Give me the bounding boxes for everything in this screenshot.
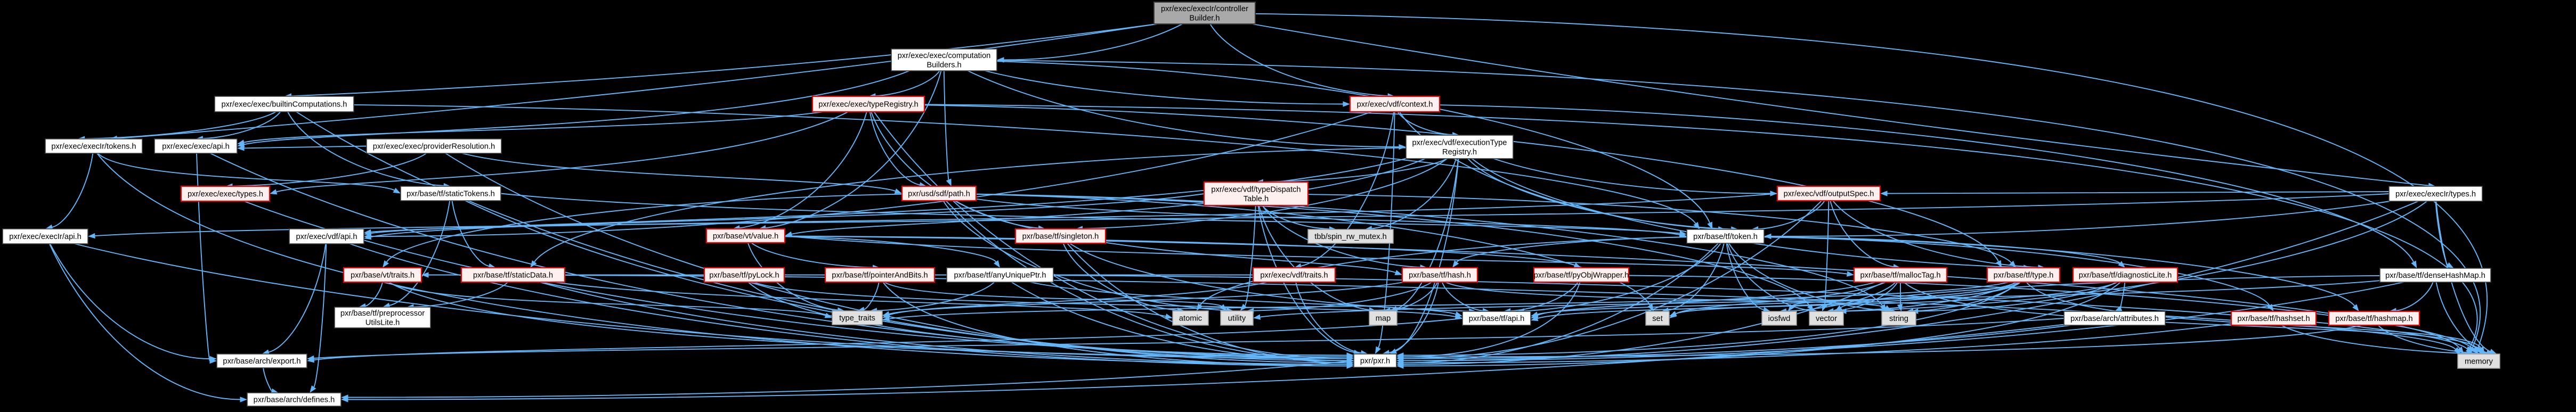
svg-text:pxr/base/arch/defines.h: pxr/base/arch/defines.h	[254, 396, 335, 405]
svg-text:Table.h: Table.h	[1244, 195, 1269, 203]
svg-text:pxr/exec/exec/computation: pxr/exec/exec/computation	[898, 52, 991, 60]
svg-text:pxr/exec/exec/typeRegistry.h: pxr/exec/exec/typeRegistry.h	[818, 101, 918, 109]
svg-text:pxr/base/tf/token.h: pxr/base/tf/token.h	[1693, 233, 1758, 241]
svg-text:pxr/base/tf/hashmap.h: pxr/base/tf/hashmap.h	[2335, 315, 2412, 323]
svg-text:pxr/base/vt/traits.h: pxr/base/vt/traits.h	[351, 271, 415, 280]
svg-text:vector: vector	[1816, 315, 1837, 323]
svg-text:map: map	[1376, 315, 1391, 323]
svg-text:pxr/exec/exec/types.h: pxr/exec/exec/types.h	[188, 190, 263, 199]
svg-text:pxr/exec/exec/providerResoluti: pxr/exec/exec/providerResolution.h	[373, 143, 495, 151]
svg-text:pxr/base/tf/api.h: pxr/base/tf/api.h	[1469, 315, 1525, 323]
svg-text:pxr/exec/vdf/api.h: pxr/exec/vdf/api.h	[296, 233, 357, 241]
svg-text:pxr/exec/execIr/controller: pxr/exec/execIr/controller	[1161, 5, 1248, 13]
svg-text:pxr/base/arch/export.h: pxr/base/arch/export.h	[223, 357, 300, 366]
svg-text:memory: memory	[2465, 358, 2493, 366]
svg-text:string: string	[1889, 315, 1908, 323]
svg-text:pxr/exec/exec/api.h: pxr/exec/exec/api.h	[162, 143, 230, 151]
svg-text:pxr/exec/execIr/tokens.h: pxr/exec/execIr/tokens.h	[51, 143, 136, 151]
svg-text:Builder.h: Builder.h	[1189, 14, 1220, 22]
svg-text:pxr/base/tf/denseHashMap.h: pxr/base/tf/denseHashMap.h	[2385, 271, 2485, 280]
svg-text:Builders.h: Builders.h	[927, 61, 961, 69]
svg-text:pxr/base/tf/singleton.h: pxr/base/tf/singleton.h	[1022, 233, 1099, 241]
svg-text:pxr/exec/exec/builtinComputati: pxr/exec/exec/builtinComputations.h	[222, 101, 347, 109]
svg-text:pxr/base/tf/mallocTag.h: pxr/base/tf/mallocTag.h	[1860, 271, 1940, 280]
svg-text:utility: utility	[1228, 315, 1246, 323]
svg-text:pxr/base/tf/diagnosticLite.h: pxr/base/tf/diagnosticLite.h	[2079, 271, 2172, 280]
svg-text:pxr/base/tf/pyObjWrapper.h: pxr/base/tf/pyObjWrapper.h	[1534, 271, 1629, 280]
svg-text:pxr/base/tf/type.h: pxr/base/tf/type.h	[1994, 271, 2054, 280]
svg-text:Registry.h: Registry.h	[1442, 148, 1477, 156]
svg-text:pxr/pxr.h: pxr/pxr.h	[1360, 357, 1390, 366]
svg-text:atomic: atomic	[1179, 315, 1202, 323]
svg-text:pxr/base/tf/preprocessor: pxr/base/tf/preprocessor	[340, 309, 425, 318]
svg-text:pxr/base/tf/anyUniquePtr.h: pxr/base/tf/anyUniquePtr.h	[954, 271, 1046, 280]
svg-text:pxr/base/tf/pointerAndBits.h: pxr/base/tf/pointerAndBits.h	[832, 271, 928, 280]
svg-text:pxr/base/tf/staticTokens.h: pxr/base/tf/staticTokens.h	[407, 190, 495, 199]
svg-text:type_traits: type_traits	[839, 314, 875, 323]
svg-text:pxr/exec/vdf/context.h: pxr/exec/vdf/context.h	[1357, 101, 1433, 109]
svg-text:pxr/base/tf/pyLock.h: pxr/base/tf/pyLock.h	[709, 271, 779, 280]
svg-text:pxr/base/arch/attributes.h: pxr/base/arch/attributes.h	[2070, 315, 2159, 323]
svg-text:pxr/exec/vdf/typeDispatch: pxr/exec/vdf/typeDispatch	[1211, 185, 1301, 194]
svg-text:pxr/base/tf/hash.h: pxr/base/tf/hash.h	[1409, 271, 1471, 280]
svg-text:tbb/spin_rw_mutex.h: tbb/spin_rw_mutex.h	[1314, 233, 1387, 241]
svg-text:pxr/usd/sdf/path.h: pxr/usd/sdf/path.h	[908, 190, 970, 199]
svg-text:pxr/base/tf/hashset.h: pxr/base/tf/hashset.h	[2237, 315, 2310, 323]
svg-text:pxr/exec/execIr/api.h: pxr/exec/execIr/api.h	[9, 233, 82, 241]
svg-text:pxr/exec/vdf/traits.h: pxr/exec/vdf/traits.h	[1260, 271, 1328, 280]
svg-text:UtilsLite.h: UtilsLite.h	[365, 318, 400, 327]
svg-text:pxr/base/tf/staticData.h: pxr/base/tf/staticData.h	[473, 271, 553, 280]
svg-text:pxr/exec/vdf/outputSpec.h: pxr/exec/vdf/outputSpec.h	[1784, 190, 1874, 199]
svg-text:set: set	[1652, 315, 1663, 323]
svg-text:pxr/exec/execIr/types.h: pxr/exec/execIr/types.h	[2395, 190, 2476, 199]
svg-text:pxr/base/vt/value.h: pxr/base/vt/value.h	[713, 232, 778, 241]
svg-text:iosfwd: iosfwd	[1768, 315, 1791, 323]
svg-text:pxr/exec/vdf/executionType: pxr/exec/vdf/executionType	[1412, 138, 1507, 147]
